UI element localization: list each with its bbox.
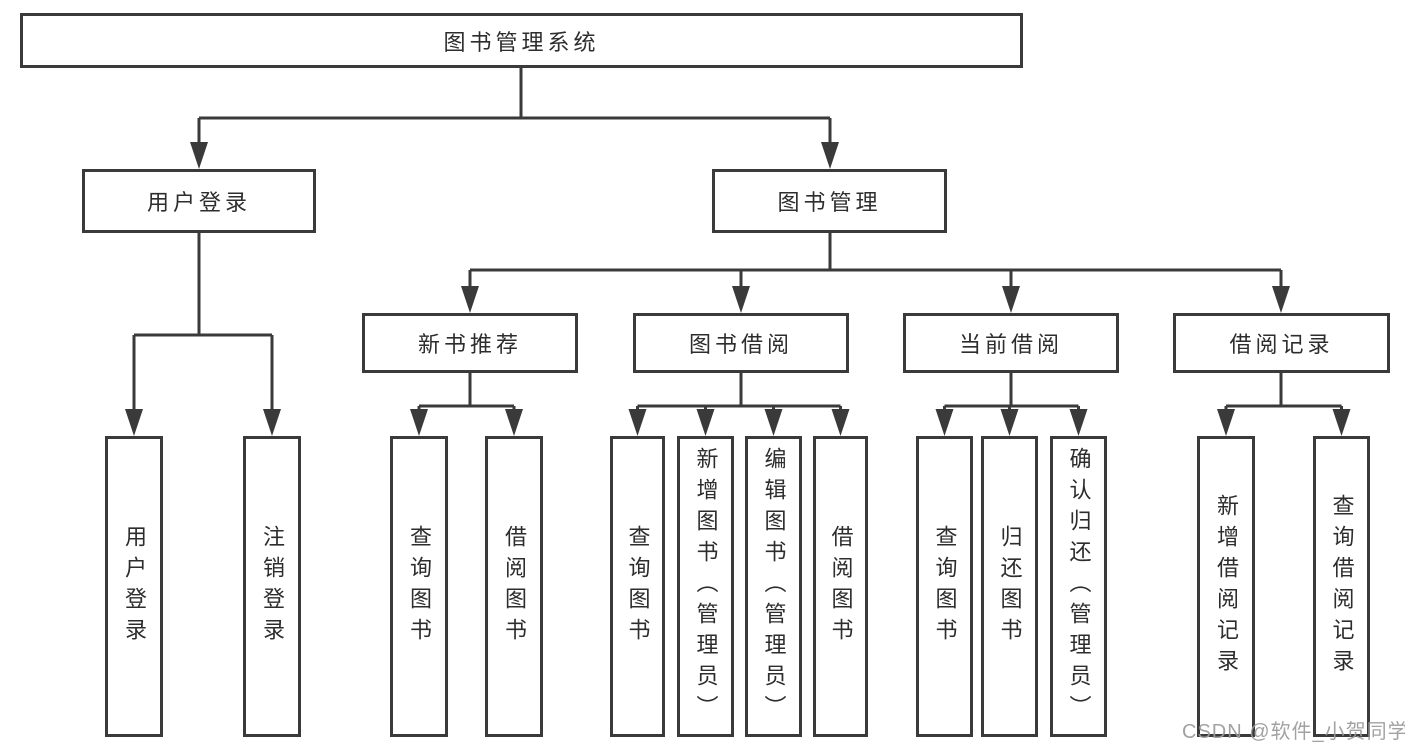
node-bb-edit-books: 编辑图书（管理员） bbox=[745, 436, 802, 737]
node-borrowing-records: 借阅记录 bbox=[1173, 313, 1390, 373]
node-book-borrowing: 图书借阅 bbox=[633, 313, 849, 373]
node-br-query-record: 查询借阅记录 bbox=[1313, 436, 1370, 737]
node-new-book-recommend: 新书推荐 bbox=[362, 313, 578, 373]
node-book-borrowing-label: 图书借阅 bbox=[688, 332, 793, 357]
node-br-query-record-label: 查询借阅记录 bbox=[1329, 493, 1355, 680]
node-cb-confirm-return: 确认归还（管理员） bbox=[1050, 436, 1107, 737]
node-cb-query-books-label: 查询图书 bbox=[932, 524, 958, 649]
node-cb-return-books: 归还图书 bbox=[981, 436, 1038, 737]
node-bb-borrow-books-label: 借阅图书 bbox=[828, 524, 854, 649]
node-bb-add-books: 新增图书（管理员） bbox=[677, 436, 734, 737]
node-bb-borrow-books: 借阅图书 bbox=[813, 436, 868, 737]
node-current-borrowing: 当前借阅 bbox=[903, 313, 1119, 373]
node-nbr-query-books: 查询图书 bbox=[390, 436, 448, 737]
node-new-book-recommend-label: 新书推荐 bbox=[417, 332, 522, 357]
node-bb-add-books-label: 新增图书（管理员） bbox=[693, 447, 719, 726]
node-br-add-record: 新增借阅记录 bbox=[1197, 436, 1255, 737]
node-user-login-leaf: 用户登录 bbox=[105, 436, 163, 737]
node-nbr-borrow-books-label: 借阅图书 bbox=[502, 524, 527, 649]
node-user-login-label: 用户登录 bbox=[146, 190, 251, 215]
node-bb-edit-books-label: 编辑图书（管理员） bbox=[761, 447, 787, 726]
node-user-login-leaf-label: 用户登录 bbox=[122, 524, 147, 649]
node-cb-query-books: 查询图书 bbox=[916, 436, 973, 737]
node-borrowing-records-label: 借阅记录 bbox=[1229, 332, 1334, 357]
node-current-borrowing-label: 当前借阅 bbox=[958, 332, 1063, 357]
node-logout-leaf: 注销登录 bbox=[243, 436, 301, 737]
node-book-management-label: 图书管理 bbox=[777, 190, 882, 215]
watermark: CSDN @软件_小贺同学 bbox=[1182, 721, 1405, 743]
node-nbr-query-books-label: 查询图书 bbox=[407, 524, 432, 649]
node-root: 图书管理系统 bbox=[20, 13, 1023, 68]
node-cb-confirm-return-label: 确认归还（管理员） bbox=[1066, 447, 1092, 726]
connector-edges bbox=[132, 68, 1343, 412]
node-cb-return-books-label: 归还图书 bbox=[997, 524, 1023, 649]
node-user-login: 用户登录 bbox=[82, 169, 316, 233]
node-nbr-borrow-books: 借阅图书 bbox=[485, 436, 543, 737]
node-logout-leaf-label: 注销登录 bbox=[260, 524, 285, 649]
node-bb-query-books-label: 查询图书 bbox=[625, 524, 651, 649]
node-br-add-record-label: 新增借阅记录 bbox=[1214, 493, 1239, 680]
node-book-management: 图书管理 bbox=[712, 169, 947, 233]
node-root-label: 图书管理系统 bbox=[443, 29, 600, 55]
node-bb-query-books: 查询图书 bbox=[610, 436, 665, 737]
